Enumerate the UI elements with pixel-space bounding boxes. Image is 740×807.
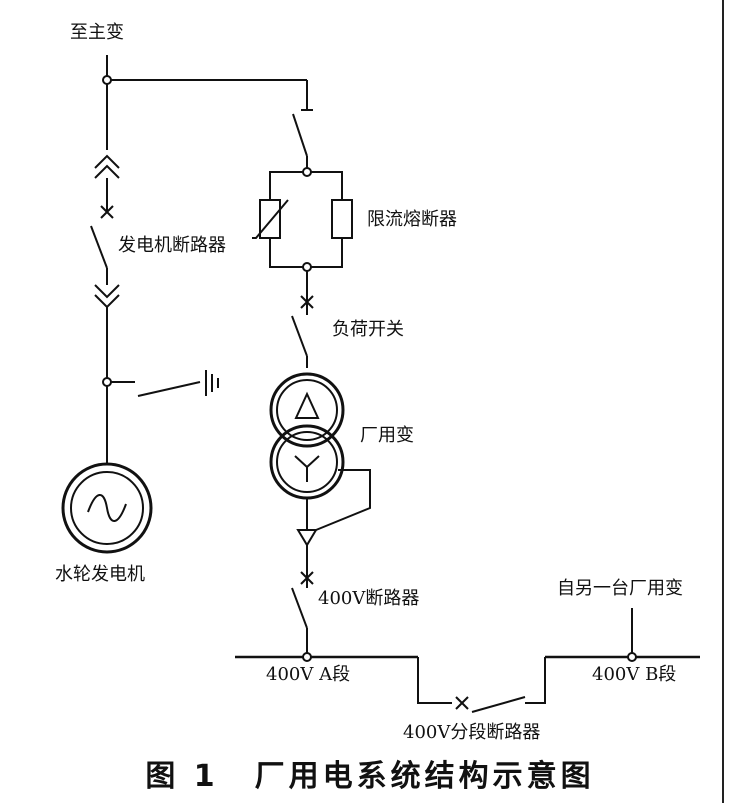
- breaker-400v-x-mark: [300, 571, 314, 585]
- ground-tap-node: [102, 377, 112, 387]
- lower-plug-contact: [94, 284, 120, 309]
- generator-breaker-label: 发电机断路器: [118, 235, 226, 256]
- bus-b-label: 400V B段: [592, 664, 677, 685]
- generator-breaker-x-mark: [100, 205, 114, 219]
- load-switch-blade: [291, 315, 308, 357]
- figure-frame: [12, 0, 724, 803]
- fuse-frame-top: [269, 171, 303, 200]
- variable-resistor-icon: [252, 199, 289, 239]
- bus-b-node: [627, 652, 637, 662]
- ct-triangle-icon: [296, 529, 318, 547]
- ground-icon: [205, 370, 219, 396]
- isolator-blade: [292, 113, 308, 157]
- breaker-400v-blade: [291, 587, 308, 629]
- figure-title: 厂用电系统结构示意图: [254, 759, 595, 794]
- load-switch-x-mark: [300, 295, 314, 309]
- figure-number: 图 1: [145, 759, 219, 794]
- generator-breaker-blade: [90, 225, 108, 269]
- earthing-switch-blade: [137, 381, 201, 397]
- bus-a-node: [302, 652, 312, 662]
- fuse-element-icon: [331, 199, 353, 239]
- hydro-generator-icon: [61, 462, 153, 554]
- bus-tie-x-mark: [455, 696, 469, 710]
- bus-tie-left-line: [417, 657, 452, 704]
- figure-caption: 图 1 厂用电系统结构示意图: [0, 762, 740, 792]
- breaker-400v-label: 400V断路器: [318, 588, 420, 609]
- from-other-transformer-label: 自另一台厂用变: [557, 578, 683, 599]
- hydro-generator-label: 水轮发电机: [55, 564, 145, 585]
- load-switch-label: 负荷开关: [332, 319, 404, 340]
- bus-tie-breaker-blade: [471, 696, 526, 713]
- station-transformer-icon: [269, 372, 345, 500]
- top-junction-node: [102, 75, 112, 85]
- station-transformer-label: 厂用变: [360, 425, 414, 446]
- fuse-bottom-node: [302, 262, 312, 272]
- upper-plug-contact: [94, 154, 120, 179]
- fuse-top-node: [302, 167, 312, 177]
- bus-a-label: 400V A段: [266, 664, 351, 685]
- fuse-frame-bottom: [269, 238, 303, 268]
- current-limiting-fuse-label: 限流熔断器: [367, 209, 457, 230]
- neutral-line: [315, 469, 371, 531]
- to-main-transformer-label: 至主变: [70, 22, 124, 43]
- bus-tie-breaker-label: 400V分段断路器: [403, 722, 541, 743]
- bus-tie-right-line: [525, 657, 546, 704]
